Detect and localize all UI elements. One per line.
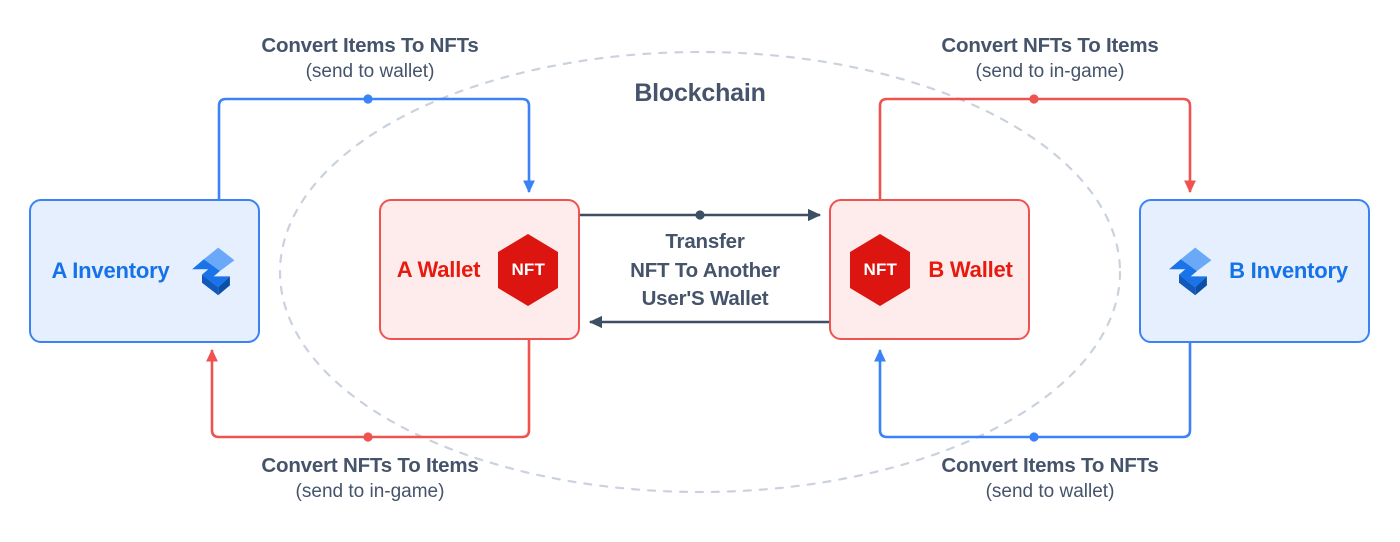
caption-top-left: Convert Items To NFTs (send to wallet) bbox=[160, 32, 580, 86]
caption-transfer-line1: Transfer bbox=[665, 230, 745, 253]
caption-bottom-left-sub: (send to in-game) bbox=[295, 481, 445, 503]
path-dot-top-left bbox=[363, 94, 373, 104]
nft-hexagon-icon-b: NFT bbox=[846, 232, 914, 308]
path-a-inventory-to-a-wallet bbox=[217, 97, 535, 199]
caption-bottom-right-sub: (send to wallet) bbox=[985, 481, 1115, 503]
caption-top-right: Convert NFTs To Items (send to in-game) bbox=[840, 32, 1260, 86]
caption-bottom-right-main: Convert Items To NFTs bbox=[941, 454, 1159, 477]
caption-top-right-sub: (send to in-game) bbox=[975, 61, 1125, 83]
caption-transfer-line2: NFT To Another bbox=[630, 258, 780, 282]
node-b-wallet[interactable]: NFT B Wallet bbox=[829, 199, 1030, 340]
node-b-inventory-label: B Inventory bbox=[1229, 258, 1348, 283]
path-dot-transfer bbox=[695, 210, 705, 220]
nft-hexagon-icon-a: NFT bbox=[494, 232, 562, 308]
nft-badge-label-b: NFT bbox=[863, 259, 898, 279]
path-dot-bottom-right bbox=[1029, 432, 1039, 442]
node-b-wallet-label: B Wallet bbox=[928, 256, 1013, 282]
hexagon-shape bbox=[498, 233, 559, 306]
node-a-inventory-label: A Inventory bbox=[51, 258, 170, 283]
node-a-wallet[interactable]: A Wallet NFT bbox=[379, 199, 580, 340]
caption-top-left-main: Convert Items To NFTs bbox=[261, 34, 479, 57]
blockchain-title: Blockchain bbox=[634, 79, 766, 107]
caption-transfer: Transfer NFT To Another User'S Wallet bbox=[590, 228, 820, 314]
nft-badge-label-a: NFT bbox=[511, 259, 546, 279]
inventory-bolt-icon bbox=[1169, 247, 1212, 296]
caption-top-right-main: Convert NFTs To Items bbox=[941, 34, 1159, 57]
inventory-bolt-icon bbox=[191, 247, 234, 296]
caption-bottom-left-main: Convert NFTs To Items bbox=[261, 454, 479, 477]
path-dot-top-right bbox=[1029, 94, 1039, 104]
node-a-wallet-label: A Wallet bbox=[396, 256, 481, 282]
caption-bottom-left: Convert NFTs To Items (send to in-game) bbox=[160, 452, 580, 506]
caption-bottom-right: Convert Items To NFTs (send to wallet) bbox=[840, 452, 1260, 506]
path-a-wallet-to-a-inventory bbox=[206, 340, 531, 439]
hexagon-shape bbox=[850, 233, 911, 306]
path-dot-bottom-left bbox=[363, 432, 373, 442]
path-b-inventory-to-b-wallet bbox=[874, 343, 1192, 439]
path-b-wallet-to-b-inventory bbox=[878, 97, 1196, 199]
node-a-inventory[interactable]: A Inventory bbox=[29, 199, 260, 343]
caption-top-left-sub: (send to wallet) bbox=[305, 61, 435, 83]
caption-transfer-line3: User'S Wallet bbox=[641, 287, 769, 311]
node-b-inventory[interactable]: B Inventory bbox=[1139, 199, 1370, 343]
